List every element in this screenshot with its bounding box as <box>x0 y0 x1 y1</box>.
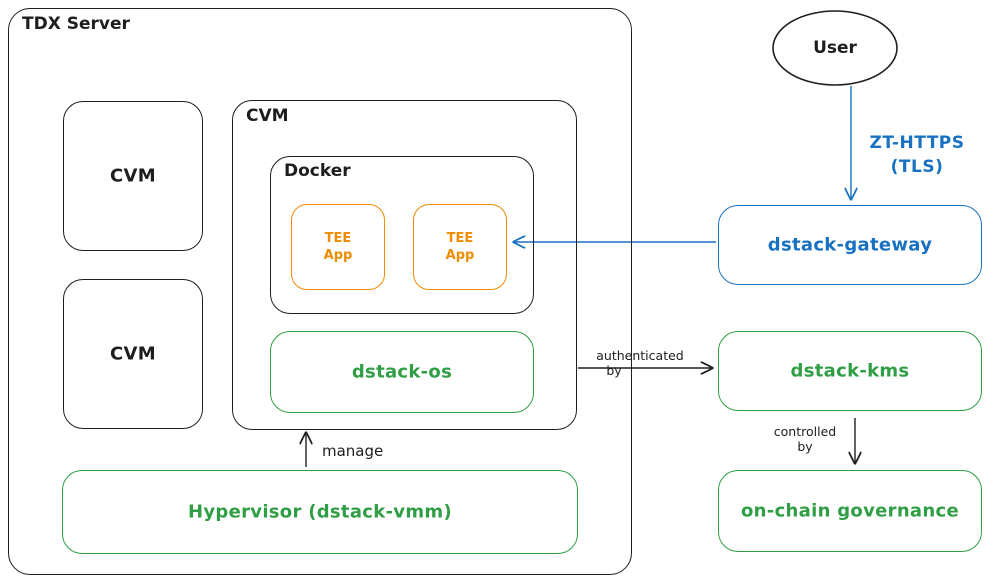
zt-https-label: ZT-HTTPS (TLS) <box>869 133 965 177</box>
dstack-gateway-label: dstack-gateway <box>767 234 933 256</box>
user-label: User <box>813 38 857 58</box>
manage-label: manage <box>322 442 384 460</box>
on-chain-governance-label: on-chain governance <box>741 500 959 522</box>
cvm-box-bottom: CVM <box>63 279 203 429</box>
on-chain-governance-box: on-chain governance <box>718 470 982 552</box>
dstack-kms-label: dstack-kms <box>790 360 910 382</box>
cvm-label-top: CVM <box>110 165 156 187</box>
cvm-label-bottom: CVM <box>110 343 156 365</box>
tee-app-label-2: TEE App <box>445 231 475 263</box>
dstack-os-label: dstack-os <box>351 361 453 383</box>
docker-box <box>270 156 534 314</box>
tdx-server-label: TDX Server <box>22 14 130 34</box>
hypervisor-label: Hypervisor (dstack-vmm) <box>188 501 452 523</box>
controlled-by-label: controlled by <box>773 424 837 454</box>
authenticated-by-label: authenticated by <box>596 348 684 378</box>
cvm-main-box <box>232 100 577 430</box>
tee-app-box-1: TEE App <box>291 204 385 290</box>
dstack-gateway-box: dstack-gateway <box>718 205 982 285</box>
docker-label: Docker <box>284 161 351 181</box>
cvm-box-top: CVM <box>63 101 203 251</box>
hypervisor-box: Hypervisor (dstack-vmm) <box>62 470 578 554</box>
tdx-server-box <box>8 8 632 575</box>
dstack-kms-box: dstack-kms <box>718 331 982 411</box>
cvm-main-label: CVM <box>246 106 289 126</box>
tee-app-label-1: TEE App <box>323 231 353 263</box>
tee-app-box-2: TEE App <box>413 204 507 290</box>
dstack-os-box: dstack-os <box>270 331 534 413</box>
